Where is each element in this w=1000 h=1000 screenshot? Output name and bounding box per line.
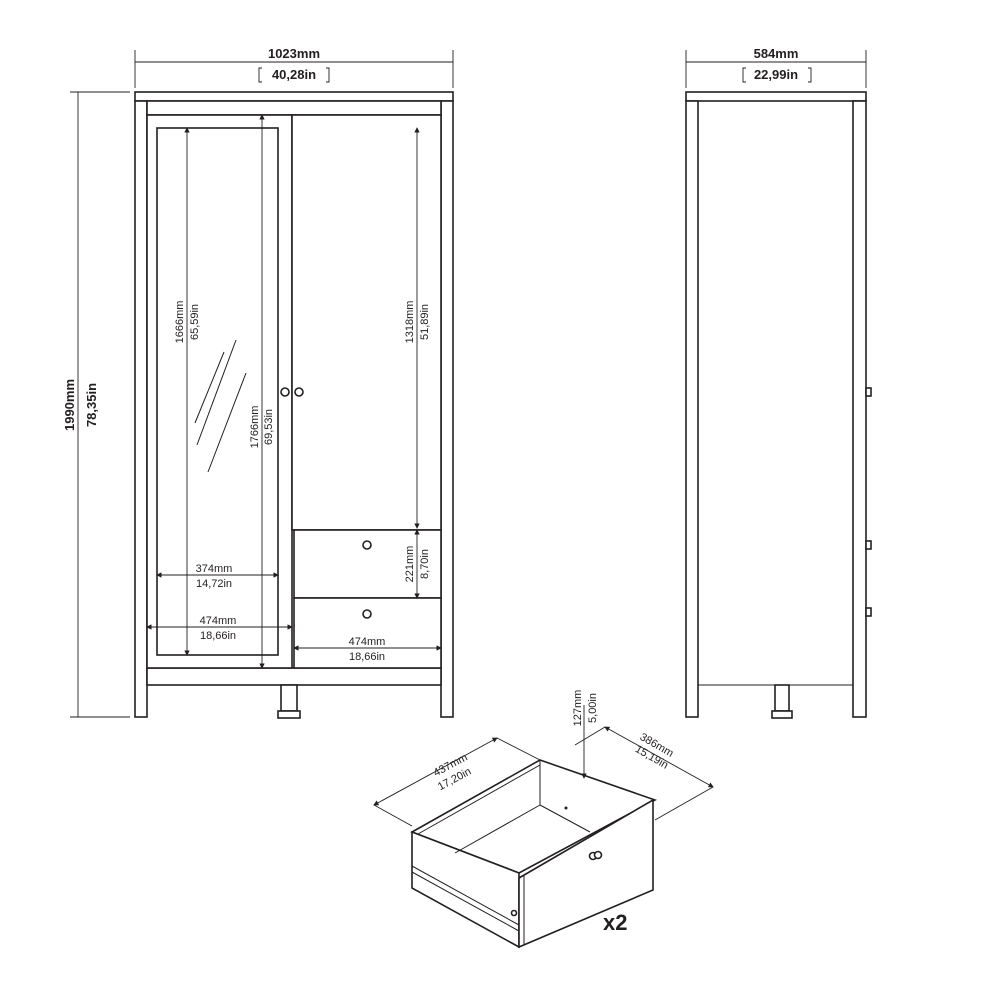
leg-foot [277, 710, 301, 719]
cabinet-height-in-label: 51,89in [419, 304, 431, 340]
mirror-width-mm-label: 374mm [196, 563, 233, 575]
top-rail [146, 100, 442, 116]
width-mm-label: 1023mm [268, 46, 320, 61]
height-in-label: 78,35in [84, 383, 99, 427]
front-view: 1023mm 40,28in 1990mm 78,35in 1666mm 65,… [62, 46, 454, 719]
mirror-reflection-icon [194, 339, 247, 473]
base-rail [146, 667, 442, 686]
quantity-label: x2 [603, 910, 627, 935]
lower-drawer [293, 597, 442, 669]
side-leg-foot [771, 710, 793, 719]
top-panel [134, 91, 454, 102]
drawer-knob-icon [362, 540, 372, 550]
depth-mm-label: 584mm [754, 46, 799, 61]
side-knob-icon [865, 387, 872, 397]
cabinet-height-mm-label: 1318mm [404, 301, 416, 344]
drawer-knob-icon [362, 609, 372, 619]
drawer-width-in-label: 18,66in [349, 651, 385, 663]
side-front-edge [852, 100, 867, 718]
side-knob-icon [865, 607, 872, 617]
door-height-in-label: 69,53in [263, 409, 275, 445]
drawer-height-mm-label: 221mm [404, 546, 416, 583]
mirror-height-in-label: 65,59in [189, 304, 201, 340]
height-mm-label: 1990mm [62, 379, 77, 431]
drawer-detail: 437mm 17,20in 386mm 15,19in 127mm 5,00in… [373, 690, 714, 949]
side-knob-icon [865, 540, 872, 550]
drawer-height-in-label: 5,00in [587, 693, 599, 723]
side-top-panel [685, 91, 867, 102]
side-back-edge [685, 100, 699, 718]
drawer-knob-icon [588, 850, 603, 861]
door-height-mm-label: 1766mm [249, 406, 261, 449]
leg [280, 684, 298, 712]
depth-in-label: 22,99in [754, 67, 798, 82]
width-in-label: 40,28in [272, 67, 316, 82]
drawer-width-mm-label: 474mm [349, 636, 386, 648]
drawer-height-mm-label: 127mm [572, 690, 584, 727]
side-view: 584mm 22,99in [685, 46, 872, 719]
door-width-mm-label: 474mm [200, 615, 237, 627]
door-width-in-label: 18,66in [200, 630, 236, 642]
drawer-height-in-label: 8,70in [419, 549, 431, 579]
mirror-panel [156, 127, 279, 656]
left-side-panel [134, 100, 148, 718]
drawer-front [518, 798, 654, 949]
right-side-panel [440, 100, 454, 718]
mirror-height-mm-label: 1666mm [174, 301, 186, 344]
door-knob-icon [280, 387, 290, 397]
door-knob-icon [294, 387, 304, 397]
mirror-width-in-label: 14,72in [196, 578, 232, 590]
